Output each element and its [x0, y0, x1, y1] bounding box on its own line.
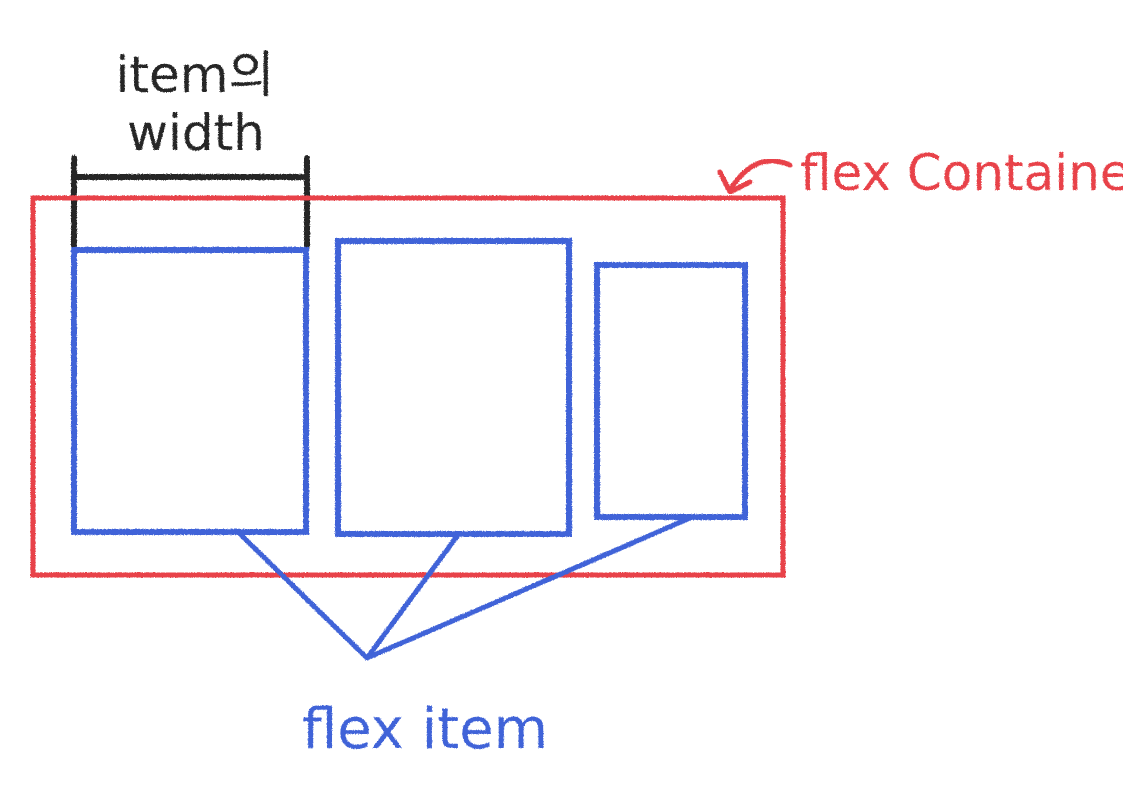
- flex-item-pointer-lines: [235, 515, 693, 661]
- item-width-label-line1: item의: [116, 46, 275, 104]
- flex-item-label: flex item: [302, 697, 548, 762]
- flex-container-label: flex Container: [800, 144, 1123, 202]
- flex-item-box-1: [71, 247, 309, 535]
- flex-item-box-3: [594, 262, 748, 520]
- arrow-curve: [727, 158, 793, 193]
- pointer-line-3: [364, 515, 693, 661]
- item-width-measure: [71, 155, 310, 249]
- arrow-head: [717, 169, 753, 195]
- pointer-line-2: [364, 532, 461, 661]
- flex-item-box-2: [335, 238, 572, 537]
- pointer-line-1: [235, 529, 370, 661]
- item-width-label-line2: width: [127, 104, 265, 162]
- flex-container-arrow-icon: [717, 158, 793, 195]
- flex-container-box: [30, 195, 786, 578]
